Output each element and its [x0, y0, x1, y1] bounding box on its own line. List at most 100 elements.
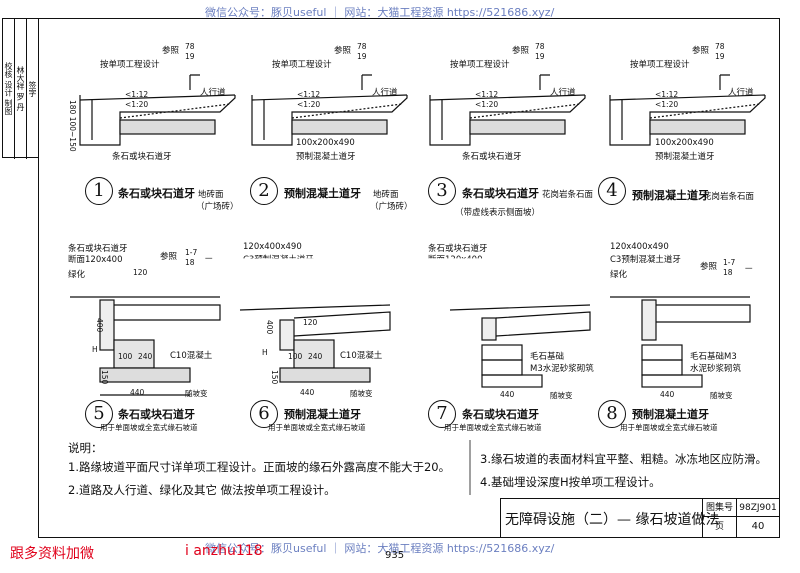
- detail-4-number: 4: [598, 177, 626, 205]
- detail-5-caption: 条石或块石道牙: [118, 408, 195, 421]
- ref-bot-8: 18: [723, 268, 733, 277]
- watermark-bottom: 微信公众号：豚贝useful ｜ 网站：大猫工程资源 https://52168…: [205, 542, 555, 555]
- slope2-3: <1:20: [475, 100, 499, 109]
- detail-6-label-b: C3预制混凝土道牙: [243, 255, 314, 265]
- watermark-top: 微信公众号：豚贝useful ｜ 网站：大猫工程资源 https://52168…: [205, 6, 555, 19]
- dim-100-6: 100: [288, 352, 303, 361]
- dim-120-6: 120: [303, 318, 318, 327]
- detail-2-caption: 预制混凝土道牙: [284, 187, 361, 200]
- detail-5-concrete: C10混凝土: [170, 351, 213, 361]
- dim-H-5: H: [92, 345, 98, 354]
- slope1-2: <1:12: [297, 90, 321, 99]
- dims-1: 180 100~150: [68, 100, 77, 152]
- dim-120-5: 120: [133, 268, 148, 277]
- detail-5-label-a: 条石或块石道牙: [68, 244, 128, 254]
- design-note-4: 按单项工程设计: [630, 60, 690, 70]
- detail-3-side: 花岗岩条石面: [542, 190, 594, 200]
- ref-label-8: 参照: [700, 262, 718, 272]
- detail-7-base: 毛石基础: [530, 352, 565, 362]
- dim-H-6: H: [262, 348, 268, 357]
- detail-4-bottom-label: 预制混凝土道牙: [655, 152, 715, 162]
- dim-150-5: 150: [100, 370, 109, 385]
- dim-100-5: 100: [118, 352, 133, 361]
- detail-4-caption: 预制混凝土道牙: [632, 189, 709, 202]
- ref-top-4: 78: [715, 42, 725, 51]
- sheet-page-number: 935: [385, 550, 405, 561]
- note-3: 3.缘石坡道的表面材料宜平整、粗糙。冰冻地区应防滑。: [480, 452, 767, 466]
- role-check: 校核: [4, 62, 13, 79]
- detail-4-drawing: [609, 74, 766, 146]
- design-note-3: 按单项工程设计: [450, 60, 510, 70]
- detail-7-drawing: [449, 304, 591, 388]
- ref-top-1: 78: [185, 42, 195, 51]
- detail-5-drawing: [70, 296, 221, 396]
- ref-label-5: 参照: [160, 252, 178, 262]
- title-block: 无障碍设施（二）— 缘石坡道做法 图集号 98ZJ901 页 40: [500, 498, 780, 538]
- ref-bot-5: 18: [185, 258, 195, 267]
- name-design: 罗 丹: [16, 93, 25, 112]
- dim-240-6: 240: [308, 352, 323, 361]
- sign-col-name: 林大祥 罗 丹: [15, 19, 27, 159]
- detail-8-label-a: 120x400x490: [610, 242, 669, 252]
- detail-8-label-c: 绿化: [610, 270, 628, 280]
- detail-1-drawing: [79, 74, 236, 146]
- sidewalk-2: 人行道: [372, 88, 398, 98]
- ref-label-1: 参照: [162, 46, 180, 56]
- note-2: 2.道路及人行道、绿化及其它 做法按单项工程设计。: [68, 483, 336, 497]
- ref-bot-2: 19: [357, 52, 367, 61]
- detail-7-sub: 用于单面坡或全宽式缘石坡道: [444, 423, 542, 432]
- detail-6-ramp: 随坡变: [350, 389, 373, 398]
- detail-5-dim: 440: [130, 388, 145, 397]
- detail-1-number: 1: [85, 177, 113, 205]
- detail-8-drawing: [610, 296, 751, 388]
- detail-1-bottom-label: 条石或块石道牙: [112, 152, 172, 162]
- block-size-4: 100x200x490: [655, 138, 714, 148]
- detail-5-number: 5: [85, 400, 113, 428]
- detail-6-caption: 预制混凝土道牙: [284, 408, 361, 421]
- detail-3-bottom-label: 条石或块石道牙: [462, 152, 522, 162]
- ref-top-3: 78: [535, 42, 545, 51]
- footer-left-text: 跟多资料加微: [10, 546, 94, 562]
- dim-240-5: 240: [138, 352, 153, 361]
- ref-top-2: 78: [357, 42, 367, 51]
- detail-3-side2: （带虚线表示侧面坡）: [455, 208, 541, 218]
- detail-8-mortar: 水泥砂浆砌筑: [690, 364, 742, 374]
- page-number-cell: 40: [751, 521, 765, 532]
- sidewalk-1: 人行道: [200, 88, 226, 98]
- footer-right-text: i anzhu118: [185, 543, 263, 559]
- name-check: 林大祥: [16, 66, 25, 91]
- ref-bot-1: 19: [185, 52, 195, 61]
- detail-6-concrete: C10混凝土: [340, 351, 383, 361]
- dim-150-6: 150: [270, 370, 279, 385]
- detail-8-base: 毛石基础M3: [690, 352, 737, 362]
- ref-right-8: 一: [745, 264, 753, 273]
- sign-strip: 校核 设计 制图 林大祥 罗 丹 签字: [2, 18, 39, 159]
- drawing-sheet: [38, 18, 780, 538]
- detail-3-drawing: [429, 74, 586, 146]
- note-4: 4.基础埋设深度H按单项工程设计。: [480, 475, 661, 489]
- title-cell: 无障碍设施（二）— 缘石坡道做法: [501, 499, 719, 537]
- detail-6-drawing: [239, 304, 391, 383]
- detail-7-label-b: 断面120x400: [428, 255, 483, 265]
- slope2-2: <1:20: [297, 100, 321, 109]
- detail-1-side2: （广场砖）: [196, 202, 239, 212]
- ref-label-4: 参照: [692, 46, 710, 56]
- detail-7-mortar: M3水泥砂浆砌筑: [530, 364, 594, 374]
- detail-1-caption: 条石或块石道牙: [118, 187, 195, 200]
- slope1-1: <1:12: [125, 90, 149, 99]
- detail-7-number: 7: [428, 400, 456, 428]
- design-note-2: 按单项工程设计: [272, 60, 332, 70]
- drawing-title: 无障碍设施（二）— 缘石坡道做法: [505, 512, 720, 528]
- detail-5-label-b: 断面120x400: [68, 255, 123, 265]
- ref-top-8: 1-7: [723, 258, 736, 267]
- slope2-4: <1:20: [655, 100, 679, 109]
- detail-7-label-a: 条石或块石道牙: [428, 244, 488, 254]
- role-draw: 制图: [4, 99, 13, 116]
- detail-6-dim: 440: [300, 388, 315, 397]
- detail-2-drawing: [251, 74, 408, 146]
- detail-3-caption: 条石或块石道牙: [462, 187, 539, 200]
- detail-7-ramp: 随坡变: [550, 391, 573, 400]
- dim-400-6: 400: [265, 320, 274, 335]
- slope1-4: <1:12: [655, 90, 679, 99]
